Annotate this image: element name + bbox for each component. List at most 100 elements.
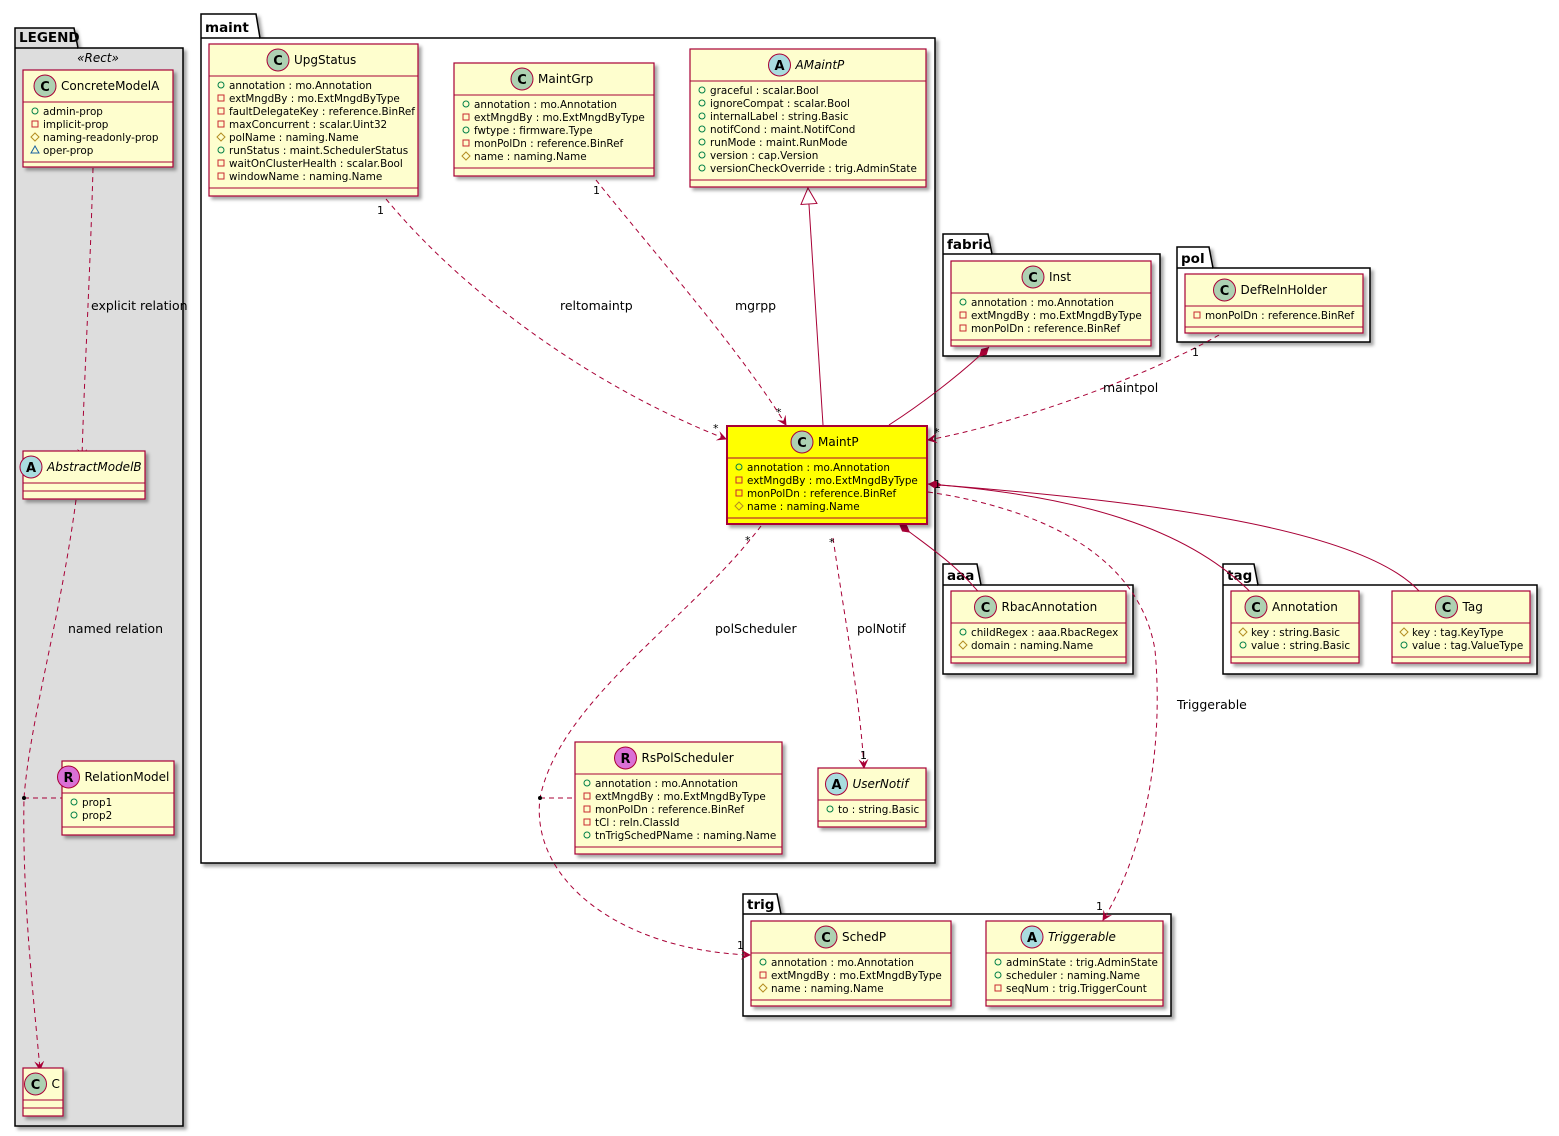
visibility-public-icon xyxy=(1239,641,1247,649)
visibility-public-icon xyxy=(698,151,706,159)
edges xyxy=(23,167,1421,1071)
class-attribute: scheduler : naming.Name xyxy=(1006,970,1140,982)
visibility-private-icon xyxy=(735,489,743,497)
visibility-protected-icon xyxy=(30,132,40,142)
abstract-class-icon xyxy=(768,53,791,77)
class-attribute: admin-prop xyxy=(43,106,103,118)
visibility-public-icon xyxy=(698,138,706,146)
class-attribute: ignoreCompat : scalar.Bool xyxy=(710,98,850,110)
class-upgstatus-box xyxy=(208,43,419,197)
class-attribute: version : cap.Version xyxy=(710,150,818,162)
visibility-private-icon xyxy=(959,324,967,332)
edge-legend-explicit xyxy=(77,167,94,459)
edge-triggerable xyxy=(927,491,1158,921)
mult-polnotif-source: * xyxy=(829,536,835,549)
class-tag-box xyxy=(1391,590,1531,664)
class-kind-letter: C xyxy=(1220,284,1230,299)
class-attribute: value : tag.ValueType xyxy=(1412,640,1523,652)
class-triggerable-box xyxy=(985,920,1164,1007)
visibility-public-icon xyxy=(1400,641,1408,649)
class-attribute: prop2 xyxy=(82,810,112,822)
label-polnotif: polNotif xyxy=(857,621,906,636)
class-attribute: seqNum : trig.TriggerCount xyxy=(1006,983,1147,995)
edge-reltomaintp xyxy=(385,198,727,441)
edge-maintp-annotation xyxy=(927,480,1259,601)
class-attribute: key : string.Basic xyxy=(1251,627,1340,639)
visibility-private-icon xyxy=(217,120,225,128)
class-attribute: monPolDn : reference.BinRef xyxy=(474,138,624,150)
visibility-public-icon xyxy=(583,831,591,839)
class-attribute: graceful : scalar.Bool xyxy=(710,85,819,97)
visibility-protected-icon xyxy=(758,983,768,993)
class-kind-letter: C xyxy=(517,73,527,88)
class-attribute: fwtype : firmware.Type xyxy=(474,125,593,137)
class-kind-letter: C xyxy=(273,54,283,69)
class-attribute: annotation : mo.Annotation xyxy=(229,80,372,92)
class-attribute: extMngdBy : mo.ExtMngdByType xyxy=(474,112,645,124)
class-attribute: extMngdBy : mo.ExtMngdByType xyxy=(595,791,766,803)
label-triggerable: Triggerable xyxy=(1176,697,1247,712)
class-name: UserNotif xyxy=(853,777,911,791)
class-attribute: name : naming.Name xyxy=(771,983,884,995)
class-name: MaintGrp xyxy=(538,72,593,86)
class-icon xyxy=(1021,265,1045,289)
class-amaintp-box xyxy=(689,48,927,188)
visibility-private-icon xyxy=(217,94,225,102)
class-kind-letter: C xyxy=(31,1078,41,1093)
class-icon xyxy=(790,430,814,454)
class-icon xyxy=(974,595,997,619)
class-icon xyxy=(266,48,290,72)
visibility-public-icon xyxy=(583,779,591,787)
class-name: RelationModel xyxy=(85,770,170,784)
label-maintpol: maintpol xyxy=(1103,380,1158,395)
class-attribute: maxConcurrent : scalar.Uint32 xyxy=(229,119,387,131)
visibility-private-icon xyxy=(1193,311,1201,319)
class-attribute: monPolDn : reference.BinRef xyxy=(1205,310,1355,322)
class-attribute: extMngdBy : mo.ExtMngdByType xyxy=(971,310,1142,322)
visibility-protected-icon xyxy=(216,132,226,142)
visibility-protected-icon xyxy=(734,501,744,511)
class-attribute: waitOnClusterHealth : scalar.Bool xyxy=(229,158,403,170)
class-icon xyxy=(1435,595,1458,619)
mult-polnotif-target: 1 xyxy=(860,749,867,762)
class-icon xyxy=(1244,595,1268,619)
class-schedp-box xyxy=(750,920,952,1007)
class-attribute: annotation : mo.Annotation xyxy=(971,297,1114,309)
mult-defrelnholder: 1 xyxy=(1192,346,1199,359)
class-kind-letter: A xyxy=(774,59,784,74)
visibility-public-icon xyxy=(759,958,767,966)
visibility-private-icon xyxy=(735,476,743,484)
class-attribute: versionCheckOverride : trig.AdminState xyxy=(710,163,917,175)
class-name: C xyxy=(52,1077,60,1091)
label-named-relation: named relation xyxy=(68,621,163,636)
class-attribute: runMode : maint.RunMode xyxy=(710,137,847,149)
edge-inst-maintp xyxy=(888,346,990,426)
class-attribute: monPolDn : reference.BinRef xyxy=(971,323,1121,335)
class-kind-letter: R xyxy=(63,771,73,786)
legend-class-abstractmodelb-box xyxy=(22,450,146,500)
class-kind-letter: A xyxy=(831,778,841,793)
class-attribute: value : string.Basic xyxy=(1251,640,1350,652)
visibility-private-icon xyxy=(462,113,470,121)
class-kind-letter: C xyxy=(797,436,807,451)
visibility-public-icon xyxy=(826,805,834,813)
mult-polscheduler-target: 1 xyxy=(737,939,744,952)
